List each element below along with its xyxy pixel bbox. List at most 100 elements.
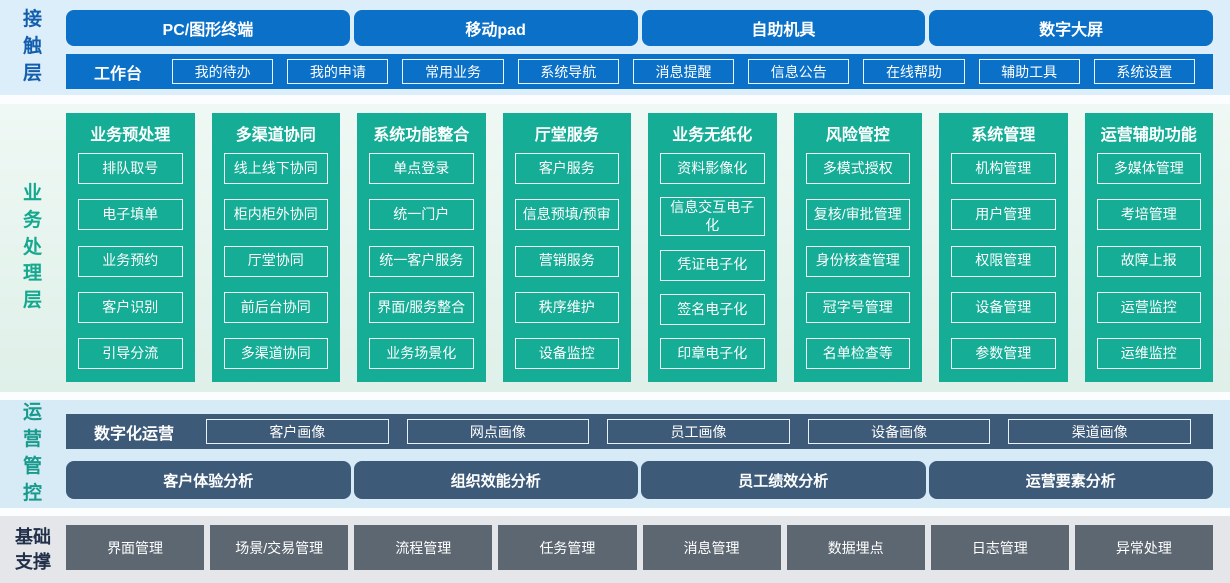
feature-box: 线上线下协同 [223,153,328,184]
feature-box: 客户识别 [78,291,183,323]
workbench-item-common-business: 常用业务 [402,59,504,84]
ops-layer-content: 数字化运营 客户画像 网点画像 员工画像 设备画像 渠道画像 客户体验分析 组织… [66,400,1230,508]
column-items: 资料影像化 信息交互电子化 凭证电子化 签名电子化 印章电子化 [660,153,765,369]
business-column-risk-control: 风险管控 多模式授权 复核/审批管理 身份核查管理 冠字号管理 名单检查等 [793,113,922,382]
feature-box: 前后台协同 [223,291,328,323]
feature-box: 柜内柜外协同 [223,199,328,231]
contact-layer-label: 接 触 层 [22,9,43,84]
feature-box: 电子填单 [78,199,183,231]
feature-box: 复核/审批管理 [805,199,910,231]
workbench-label: 工作台 [94,65,143,83]
feature-box: 设备监控 [514,338,619,369]
feature-box: 业务场景化 [369,338,474,369]
ops-layer-gutter: 运 营 管 控 [0,400,66,508]
section-divider [0,392,1230,400]
feature-box: 签名电子化 [660,293,765,325]
column-items: 排队取号 电子填单 业务预约 客户识别 引导分流 [78,153,183,369]
terminal-self-service: 自助机具 [641,10,926,46]
column-items: 单点登录 统一门户 统一客户服务 界面/服务整合 业务场景化 [369,153,474,369]
feature-box: 考培管理 [1096,199,1201,231]
foundation-box-log-management: 日志管理 [930,525,1069,570]
foundation-box-message-management: 消息管理 [642,525,781,570]
analysis-box-org-efficiency: 组织效能分析 [353,461,638,499]
workbench-bar: 工作台 我的待办 我的申请 常用业务 系统导航 消息提醒 信息公告 在线帮助 辅… [66,54,1213,89]
business-layer-label: 业 务 处 理 层 [22,182,43,312]
feature-box: 信息交互电子化 [660,197,765,237]
feature-box: 引导分流 [78,338,183,369]
feature-box: 营销服务 [514,245,619,277]
feature-box: 故障上报 [1096,245,1201,277]
business-column-multichannel: 多渠道协同 线上线下协同 柜内柜外协同 厅堂协同 前后台协同 多渠道协同 [211,113,340,382]
digital-operations-bar: 数字化运营 客户画像 网点画像 员工画像 设备画像 渠道画像 [66,414,1213,449]
feature-box: 多媒体管理 [1096,153,1201,184]
profile-box-channel: 渠道画像 [1008,419,1191,444]
workbench-item-online-help: 在线帮助 [863,59,965,84]
foundation-box-exception-handling: 异常处理 [1074,525,1213,570]
section-divider [0,95,1230,104]
feature-box: 统一客户服务 [369,245,474,277]
feature-box: 秩序维护 [514,291,619,323]
business-columns: 业务预处理 排队取号 电子填单 业务预约 客户识别 引导分流 多渠道协同 线上线… [66,104,1230,392]
business-column-system-integration: 系统功能整合 单点登录 统一门户 统一客户服务 界面/服务整合 业务场景化 [357,113,486,382]
column-items: 多媒体管理 考培管理 故障上报 运营监控 运维监控 [1096,153,1201,369]
foundation-box-task-management: 任务管理 [498,525,637,570]
column-items: 线上线下协同 柜内柜外协同 厅堂协同 前后台协同 多渠道协同 [223,153,328,369]
business-column-paperless: 业务无纸化 资料影像化 信息交互电子化 凭证电子化 签名电子化 印章电子化 [648,113,777,382]
feature-box: 统一门户 [369,199,474,231]
feature-box: 名单检查等 [805,338,910,369]
business-column-preprocessing: 业务预处理 排队取号 电子填单 业务预约 客户识别 引导分流 [66,113,195,382]
feature-box: 运营监控 [1096,291,1201,323]
foundation-support-layer: 基础 支撑 界面管理 场景/交易管理 流程管理 任务管理 消息管理 数据埋点 日… [0,516,1230,583]
feature-box: 资料影像化 [660,153,765,184]
workbench-item-auxiliary-tools: 辅助工具 [978,59,1080,84]
feature-box: 多模式授权 [805,153,910,184]
column-items: 机构管理 用户管理 权限管理 设备管理 参数管理 [951,153,1056,369]
foundation-box-process-management: 流程管理 [354,525,493,570]
profile-box-employee: 员工画像 [607,419,790,444]
feature-box: 多渠道协同 [223,338,328,369]
foundation-box-scene-transaction: 场景/交易管理 [210,525,349,570]
column-title: 厅堂服务 [534,127,599,144]
terminal-row: PC/图形终端 移动pad 自助机具 数字大屏 [66,10,1213,46]
analysis-box-employee-performance: 员工绩效分析 [641,461,926,499]
workbench-item-message-reminder: 消息提醒 [632,59,735,84]
contact-layer-content: PC/图形终端 移动pad 自助机具 数字大屏 工作台 我的待办 我的申请 常用… [66,0,1230,95]
feature-box: 业务预约 [78,245,183,277]
feature-box: 机构管理 [951,153,1056,184]
business-column-ops-auxiliary: 运营辅助功能 多媒体管理 考培管理 故障上报 运营监控 运维监控 [1084,113,1213,382]
feature-box: 信息预填/预审 [514,199,619,231]
operations-control-layer: 运 营 管 控 数字化运营 客户画像 网点画像 员工画像 设备画像 渠道画像 客… [0,400,1230,508]
foundation-items-row: 界面管理 场景/交易管理 流程管理 任务管理 消息管理 数据埋点 日志管理 异常… [66,516,1230,583]
feature-box: 印章电子化 [660,338,765,369]
analysis-box-ops-elements: 运营要素分析 [928,461,1213,499]
business-layer-gutter: 业 务 处 理 层 [0,104,66,392]
analysis-row: 客户体验分析 组织效能分析 员工绩效分析 运营要素分析 [66,461,1213,499]
contact-layer: 接 触 层 PC/图形终端 移动pad 自助机具 数字大屏 工作台 我的待办 我… [0,0,1230,95]
feature-box: 界面/服务整合 [369,291,474,323]
column-title: 系统管理 [971,127,1036,144]
feature-box: 参数管理 [951,338,1056,369]
column-title: 业务预处理 [90,127,171,144]
column-title: 系统功能整合 [373,127,470,144]
feature-box: 客户服务 [514,153,619,184]
ops-layer-label: 运 营 管 控 [22,402,43,504]
profile-box-device: 设备画像 [807,419,991,444]
column-items: 客户服务 信息预填/预审 营销服务 秩序维护 设备监控 [514,153,619,369]
column-title: 业务无纸化 [672,127,753,144]
foundation-box-ui-management: 界面管理 [66,525,205,570]
workbench-item-system-navigation: 系统导航 [517,59,619,84]
foundation-layer-label: 基础 支撑 [15,527,51,572]
analysis-box-customer-experience: 客户体验分析 [66,461,351,499]
feature-box: 凭证电子化 [660,249,765,281]
section-divider [0,508,1230,516]
feature-box: 设备管理 [951,291,1056,323]
feature-box: 单点登录 [369,153,474,184]
profile-box-branch: 网点画像 [406,419,590,444]
feature-box: 用户管理 [951,199,1056,231]
workbench-item-info-bulletin: 信息公告 [748,59,850,84]
contact-layer-gutter: 接 触 层 [0,0,66,95]
column-title: 运营辅助功能 [1100,127,1197,144]
feature-box: 运维监控 [1096,338,1201,369]
profile-box-customer: 客户画像 [206,419,389,444]
